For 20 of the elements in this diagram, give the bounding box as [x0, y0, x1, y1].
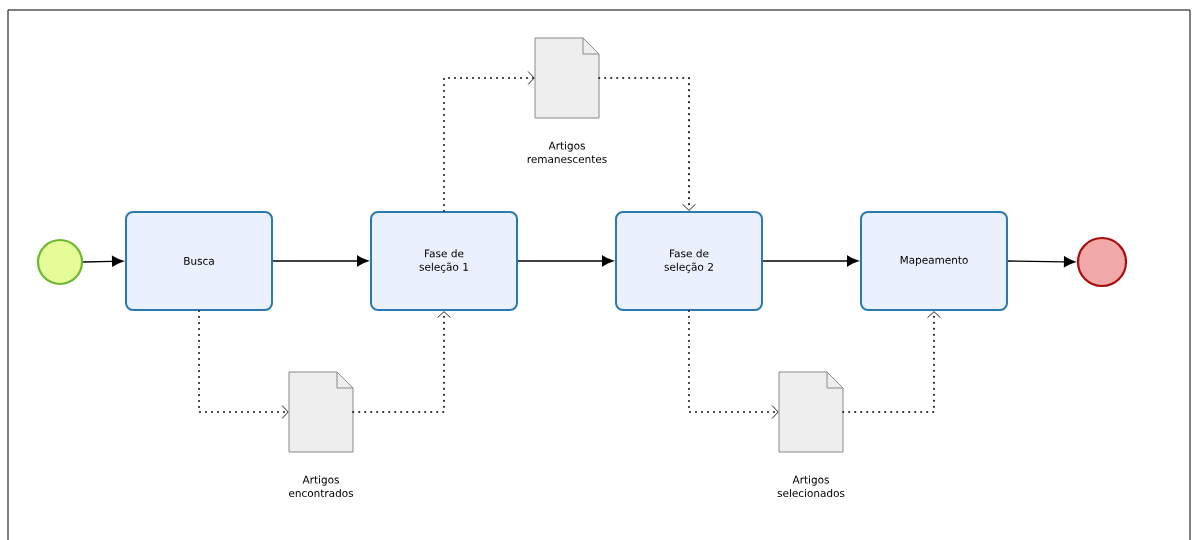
event-circle — [36, 238, 84, 286]
event-circle — [1076, 236, 1128, 288]
document-label: Artigos selecionados — [777, 475, 845, 498]
dotted-arrow — [598, 76, 696, 211]
document-label: Artigos remanescentes — [527, 141, 607, 164]
dotted-arrow — [842, 311, 941, 414]
dotted-arrow — [197, 309, 289, 419]
task-box: Mapeamento — [860, 211, 1008, 311]
dotted-arrow — [442, 71, 535, 213]
document-label: Artigos encontrados — [289, 475, 354, 498]
dotted-arrow — [687, 309, 779, 419]
dotted-arrow — [352, 311, 451, 414]
arrow — [762, 255, 859, 267]
task-box: Fase de seleção 2 — [615, 211, 763, 311]
arrow — [1007, 256, 1076, 268]
arrow — [82, 255, 124, 267]
task-box: Fase de seleção 1 — [370, 211, 518, 311]
task-box: Busca — [125, 211, 273, 311]
arrow — [517, 255, 614, 267]
arrow — [272, 255, 369, 267]
